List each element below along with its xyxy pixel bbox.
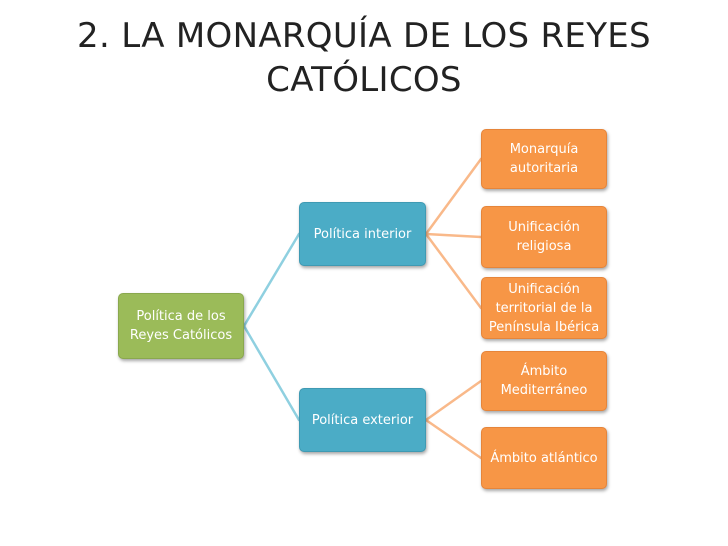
node-unif-territorial-line-3: Península Ibérica bbox=[488, 319, 600, 335]
node-monarquia-autoritaria: Monarquía autoritaria bbox=[481, 129, 607, 189]
node-atlantico-label: Ámbito atlántico bbox=[490, 450, 598, 466]
node-monarquia-line-1: Monarquía bbox=[509, 142, 579, 157]
connector-root-exterior bbox=[242, 324, 301, 422]
node-unif-religiosa-line-2: religiosa bbox=[516, 239, 572, 254]
connector-root-interior bbox=[242, 232, 301, 328]
slide-title-line-2: CATÓLICOS bbox=[266, 60, 462, 100]
connector-interior-unif-religiosa bbox=[424, 232, 483, 239]
node-interior-label: Política interior bbox=[313, 226, 412, 242]
node-ambito-atlantico: Ámbito atlántico bbox=[481, 427, 607, 489]
node-unif-religiosa-line-1: Unificación bbox=[508, 220, 580, 235]
node-mediterraneo-line-1: Ámbito bbox=[520, 364, 568, 379]
node-politica-interior: Política interior bbox=[299, 202, 426, 266]
node-unif-territorial-line-1: Unificación bbox=[508, 281, 580, 297]
node-unificacion-territorial: Unificación territorial de la Península … bbox=[481, 277, 607, 339]
node-root-line-1: Política de los bbox=[136, 309, 226, 324]
connector-exterior-atlantico bbox=[424, 418, 483, 460]
slide-title: 2. LA MONARQUÍA DE LOS REYES CATÓLICOS bbox=[0, 14, 728, 102]
node-root-line-2: Reyes Católicos bbox=[129, 328, 233, 343]
connector-interior-unif-territorial bbox=[424, 232, 483, 310]
node-mediterraneo-line-2: Mediterráneo bbox=[500, 383, 588, 398]
node-unificacion-religiosa: Unificación religiosa bbox=[481, 206, 607, 268]
node-politica-exterior: Política exterior bbox=[299, 388, 426, 452]
node-exterior-label: Política exterior bbox=[311, 412, 414, 428]
slide-title-line-1: 2. LA MONARQUÍA DE LOS REYES bbox=[77, 16, 651, 56]
node-unif-territorial-line-2: territorial de la bbox=[495, 300, 593, 316]
node-ambito-mediterraneo: Ámbito Mediterráneo bbox=[481, 351, 607, 411]
connector-interior-monarquia bbox=[424, 157, 483, 236]
node-politica-reyes-catolicos: Política de los Reyes Católicos bbox=[118, 293, 244, 359]
node-monarquia-line-2: autoritaria bbox=[509, 161, 579, 176]
connector-exterior-mediterraneo bbox=[424, 379, 483, 422]
